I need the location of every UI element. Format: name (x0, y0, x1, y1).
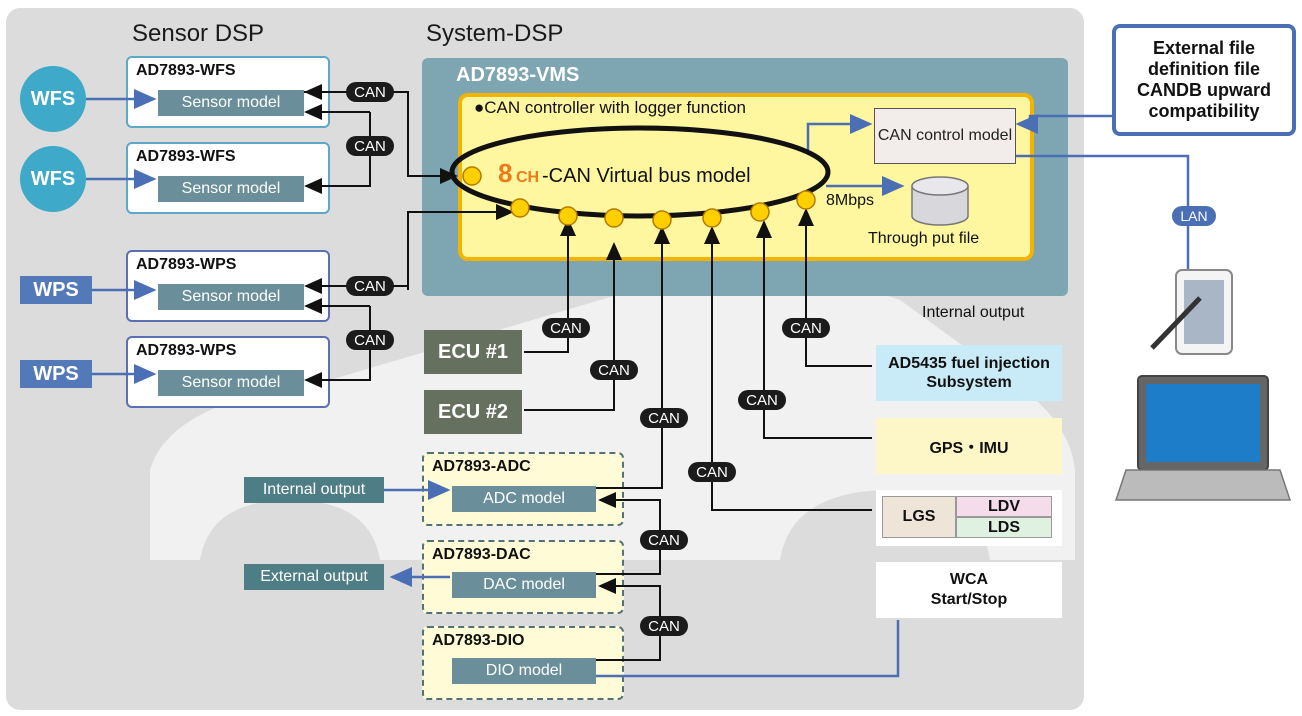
wps-sensor-1: WPS (20, 276, 92, 304)
ldv-box: LDV (956, 496, 1052, 517)
can-tag: CAN (346, 136, 394, 156)
lgs-box: LGS (882, 496, 956, 538)
dio-box-title: AD7893-DIO (432, 632, 525, 649)
sensor-can-links (304, 84, 514, 388)
virtual-bus (449, 125, 831, 219)
adc-box-title: AD7893-ADC (432, 458, 531, 475)
can-tag: CAN (346, 330, 394, 350)
dac-model: DAC model (452, 572, 596, 598)
throughput-label: Through put file (868, 230, 980, 247)
can-tag: CAN (346, 276, 394, 296)
vms-title: AD7893-VMS (456, 64, 580, 86)
ecu-2: ECU #2 (424, 390, 522, 434)
can-tag: CAN (782, 318, 830, 338)
bus-ch: CH (516, 169, 539, 186)
sensor-box-title: AD7893-WPS (136, 256, 237, 273)
sensor-model: Sensor model (158, 284, 304, 310)
sensor-box-title: AD7893-WFS (136, 148, 236, 165)
bus-prefix: 8 (498, 158, 512, 188)
lds-box: LDS (956, 517, 1052, 538)
sensor-box-wps-2: AD7893-WPS Sensor model (126, 336, 330, 408)
sensor-box-title: AD7893-WFS (136, 62, 236, 79)
blue-links (384, 114, 1190, 678)
sensor-model: Sensor model (158, 176, 304, 202)
sensor-dsp-heading: Sensor DSP (132, 20, 265, 47)
wca-box: WCA Start/Stop (876, 562, 1062, 618)
bus-nodes (462, 166, 816, 230)
bus-drop-links (524, 208, 872, 661)
sensor-box-wfs-2: AD7893-WFS Sensor model (126, 142, 330, 214)
throughput-file-icon (911, 176, 969, 226)
internal-output-tag: Internal output (244, 477, 384, 503)
sensor-model: Sensor model (158, 370, 304, 396)
external-file-definition: External file definition file CANDB upwa… (1112, 24, 1296, 136)
wfs-sensor-1: WFS (20, 66, 86, 132)
fuel-injection-subsystem: AD5435 fuel injection Subsystem (876, 345, 1062, 401)
adc-box: AD7893-ADC ADC model (422, 452, 624, 526)
lan-tag: LAN (1172, 206, 1216, 226)
adc-model: ADC model (452, 486, 596, 512)
wfs-sensor-2: WFS (20, 146, 86, 212)
sensor-box-wps-1: AD7893-WPS Sensor model (126, 250, 330, 322)
dio-box: AD7893-DIO DIO model (422, 626, 624, 700)
can-tag: CAN (590, 360, 638, 380)
ecu-1: ECU #1 (424, 330, 522, 374)
gps-imu-box: GPS・IMU (876, 418, 1062, 474)
can-tag: CAN (640, 408, 688, 428)
sensor-model: Sensor model (158, 90, 304, 116)
wca-start-stop-label: Start/Stop (930, 591, 1008, 608)
dio-model: DIO model (452, 658, 596, 684)
can-tag: CAN (640, 530, 688, 550)
tablet-icon (1150, 269, 1233, 355)
controller-label: ●CAN controller with logger function (474, 98, 746, 117)
can-tag: CAN (542, 318, 590, 338)
laptop-icon (1114, 375, 1292, 501)
lgs-group: LGS LDV LDS (876, 490, 1062, 546)
rate-label: 8Mbps (826, 192, 875, 209)
can-tag: CAN (688, 462, 736, 482)
can-control-model: CAN control model (874, 108, 1016, 164)
external-output-tag: External output (244, 564, 384, 590)
wca-label: WCA (949, 571, 989, 588)
internal-output-label: Internal output (922, 304, 1025, 321)
system-dsp-heading: System-DSP (426, 20, 564, 47)
dac-box-title: AD7893-DAC (432, 546, 531, 563)
sensor-input-arrows (86, 89, 157, 384)
wps-sensor-2: WPS (20, 360, 92, 388)
can-tag: CAN (346, 82, 394, 102)
can-tag: CAN (640, 616, 688, 636)
dac-box: AD7893-DAC DAC model (422, 540, 624, 614)
bus-label: -CAN Virtual bus model (542, 165, 751, 187)
sensor-box-title: AD7893-WPS (136, 342, 237, 359)
can-tag: CAN (738, 390, 786, 410)
